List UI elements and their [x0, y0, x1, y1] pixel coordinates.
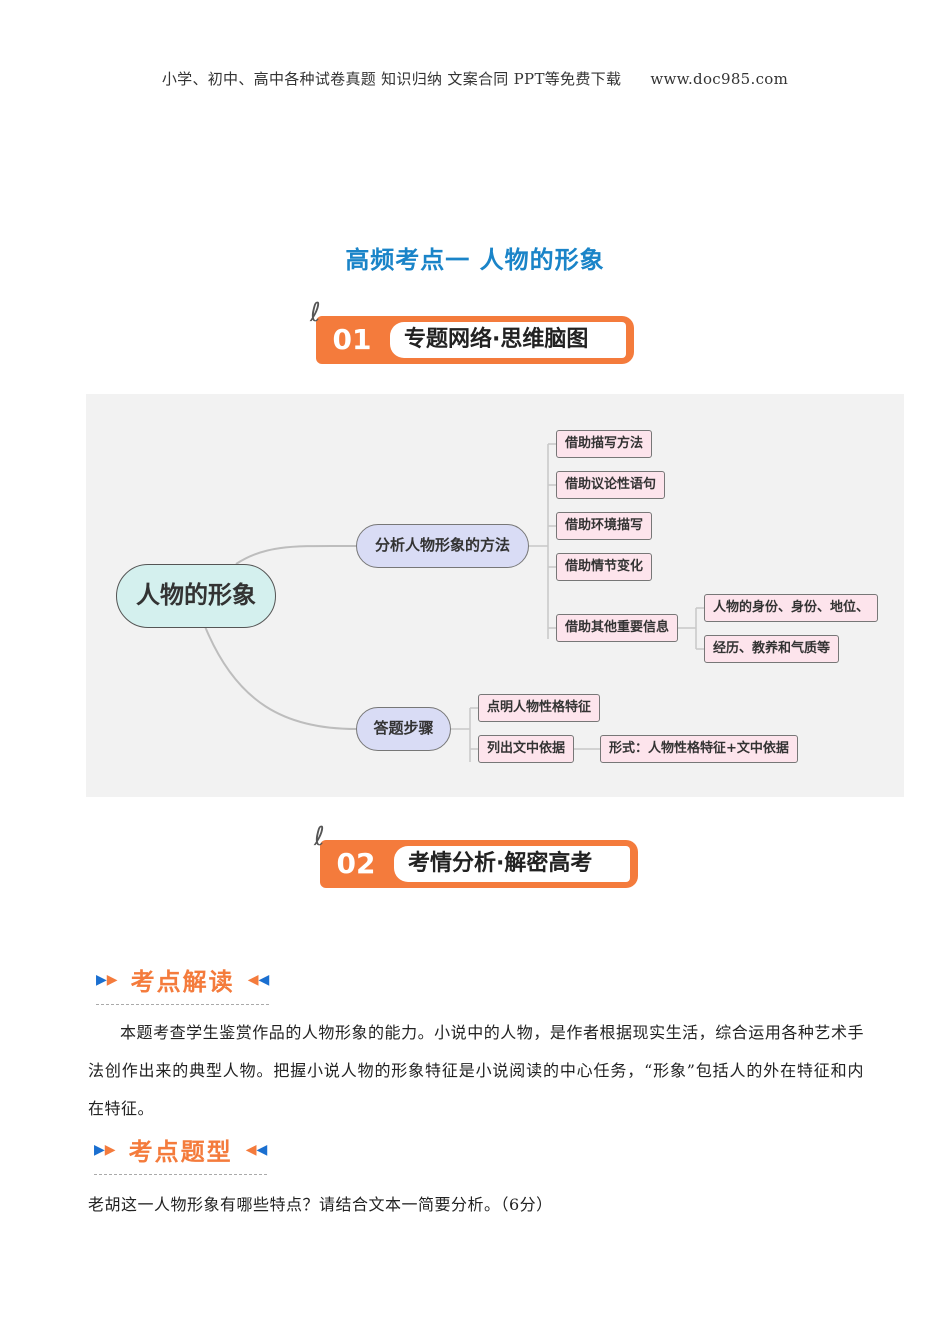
dashed-underline [94, 1174, 268, 1175]
mind-map-connectors [203, 443, 704, 762]
page-header: 小学、初中、高中各种试卷真题 知识归纳 文案合同 PPT等免费下载 www.do… [0, 68, 950, 89]
dashed-underline [96, 1004, 270, 1005]
banner-label: 考情分析·解密高考 [394, 846, 630, 882]
section-heading-question-type: ▶▶ 考点题型 ◀◀ [94, 1132, 268, 1175]
step-item-1: 点明人物性格特征 [478, 694, 601, 722]
section-heading-interpretation: ▶▶ 考点解读 ◀◀ [96, 962, 270, 1005]
method-item-2: 借助议论性语句 [556, 471, 666, 499]
method-item-4: 借助情节变化 [556, 553, 653, 581]
banner-mindmap: 专题网络·思维脑图 01 ℓ [310, 298, 634, 364]
question-text: 老胡这一人物形象有哪些特点？请结合文本一简要分析。（6分） [88, 1195, 553, 1214]
connector-root-branch2 [203, 623, 357, 730]
page-title: 高频考点一 人物的形象 [345, 246, 605, 274]
banner-bar: 专题网络·思维脑图 [372, 316, 634, 364]
paperclip-icon: ℓ [310, 298, 321, 328]
double-arrow-left-icon: ◀◀ [247, 971, 270, 988]
banner-bar: 考情分析·解密高考 [376, 840, 638, 888]
banner-label: 专题网络·思维脑图 [390, 322, 626, 358]
method-item-3: 借助环境描写 [556, 512, 653, 540]
banner-number: 01 [316, 316, 388, 364]
header-site: www.doc985.com [650, 70, 789, 88]
branch-steps: 答题步骤 [356, 707, 451, 751]
info-sub-2: 经历、教养和气质等 [704, 635, 840, 663]
step-item-2: 列出文中依据 [478, 735, 575, 763]
interpretation-paragraph: 本题考查学生鉴赏作品的人物形象的能力。小说中的人物，是作者根据现实生活，综合运用… [88, 1023, 864, 1118]
method-item-1: 借助描写方法 [556, 430, 653, 458]
double-arrow-left-icon: ◀◀ [245, 1141, 268, 1158]
section-label: 考点题型 [128, 1138, 233, 1166]
info-sub-1: 人物的身份、身份、地位、 [704, 594, 879, 622]
connector-root-branch1 [235, 544, 357, 565]
section-label: 考点解读 [130, 968, 235, 996]
paperclip-icon: ℓ [314, 822, 325, 852]
method-item-5: 借助其他重要信息 [556, 614, 679, 642]
mind-map-root: 人物的形象 [116, 564, 276, 628]
banner-analysis: 考情分析·解密高考 02 ℓ [314, 822, 638, 888]
double-arrow-right-icon: ▶▶ [96, 971, 118, 988]
branch-methods: 分析人物形象的方法 [356, 524, 529, 568]
step-sub-format: 形式：人物性格特征+文中依据 [600, 735, 798, 763]
banner-number: 02 [320, 840, 392, 888]
mind-map: 人物的形象 分析人物形象的方法 借助描写方法 借助议论性语句 借助环境描写 借助… [86, 394, 904, 797]
double-arrow-right-icon: ▶▶ [94, 1141, 116, 1158]
header-text: 小学、初中、高中各种试卷真题 知识归纳 文案合同 PPT等免费下载 [161, 70, 622, 88]
